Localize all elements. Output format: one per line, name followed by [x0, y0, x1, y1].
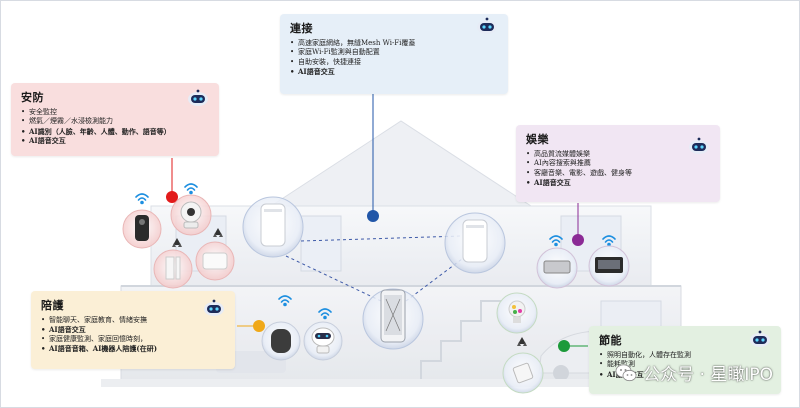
- security-camera-device: [122, 209, 162, 249]
- energy-panel: 節能 照明自動化，人體存在監測 能耗監測 AI語音交互: [589, 326, 781, 394]
- main-gateway-device: [362, 288, 424, 350]
- zigbee-icon: [172, 228, 527, 346]
- companion-marker: [253, 320, 265, 332]
- feature-list: 智能聊天、家庭教育、情緒安撫 AI語音交互 家庭健康監測、家庭回憶時刻， AI語…: [41, 316, 227, 354]
- ai-robot-icon: [689, 137, 709, 154]
- companion-panel: 陪護 智能聊天、家庭教育、情緒安撫 AI語音交互 家庭健康監測、家庭回憶時刻， …: [31, 291, 235, 369]
- feature-item-text: AI語音音箱、AI機器人陪護(在研): [49, 344, 158, 354]
- smart-bulb-device: [496, 292, 538, 334]
- ai-robot-icon: [204, 299, 224, 316]
- feature-item-continuation: AI語音音箱、AI機器人陪護(在研): [41, 344, 227, 354]
- feature-item: AI語音交互: [41, 325, 227, 335]
- set-top-box-device: [536, 247, 578, 289]
- connect-panel: 連接 高速家庭網絡，無縫Mesh Wi-Fi覆蓋 家庭Wi-Fi監測與自動配置 …: [280, 14, 508, 94]
- security-panel: 安防 安全監控 燃氣／煙霧／水浸檢測能力 AI識別（人臉、年齡、人體、動作、語音…: [11, 83, 219, 156]
- panel-title: 安防: [21, 91, 44, 104]
- feature-item: 照明自動化，人體存在監測: [599, 351, 773, 361]
- feature-item: 燃氣／煙霧／水浸檢測能力: [21, 117, 211, 127]
- feature-item: AI語音交互: [290, 67, 500, 77]
- panel-title: 連接: [290, 22, 313, 35]
- feature-item: AI語音交互: [21, 136, 211, 146]
- feature-list: 安全監控 燃氣／煙霧／水浸檢測能力 AI識別（人臉、年齡、人體、動作、語音等） …: [21, 108, 211, 146]
- mesh-router-left: [242, 196, 304, 258]
- leader-lines: [171, 93, 588, 347]
- watermark: 公众号 · 星瞰IPO: [615, 360, 773, 385]
- ai-robot-icon: [188, 89, 208, 106]
- smoke-sensor-device: [195, 241, 235, 281]
- feature-item: AI內容搜索與推薦: [526, 159, 712, 169]
- projector-device: [588, 245, 630, 287]
- panel-title: 節能: [599, 334, 622, 347]
- companion-robot-device: [303, 321, 343, 361]
- door-sensor-device: [153, 249, 193, 289]
- presence-sensor-device: [502, 352, 544, 394]
- feature-item: AI語音交互: [526, 178, 712, 188]
- feature-item: 智能聊天、家庭教育、情緒安撫: [41, 316, 227, 326]
- feature-list: 高速家庭網絡，無縫Mesh Wi-Fi覆蓋 家庭Wi-Fi監測與自動配置 自助安…: [290, 39, 500, 77]
- energy-marker: [558, 340, 570, 352]
- connect-marker: [367, 210, 379, 222]
- ai-robot-icon: [750, 330, 770, 347]
- smart-speaker-device: [261, 321, 301, 361]
- entertainment-panel: 娛樂 高品質流媒體娛樂 AI內容搜索與推薦 客廳音樂、電影、遊戲、健身等 AI語…: [516, 125, 720, 202]
- panel-title: 娛樂: [526, 133, 549, 146]
- feature-item: 自助安裝，快捷連接: [290, 58, 500, 68]
- pan-tilt-camera-device: [170, 194, 212, 236]
- feature-item: 家庭Wi-Fi監測與自動配置: [290, 48, 500, 58]
- feature-item: 高速家庭網絡，無縫Mesh Wi-Fi覆蓋: [290, 39, 500, 49]
- panel-title: 陪護: [41, 299, 64, 312]
- ai-robot-icon: [477, 17, 497, 34]
- feature-list: 高品質流媒體娛樂 AI內容搜索與推薦 客廳音樂、電影、遊戲、健身等 AI語音交互: [526, 150, 712, 188]
- entertainment-marker: [572, 234, 584, 246]
- mesh-router-right: [444, 212, 506, 274]
- wechat-icon: [615, 363, 637, 381]
- security-marker: [166, 191, 178, 203]
- feature-item: 客廳音樂、電影、遊戲、健身等: [526, 169, 712, 179]
- watermark-text: 公众号 · 星瞰IPO: [643, 365, 773, 385]
- feature-item: 高品質流媒體娛樂: [526, 150, 712, 160]
- feature-item: 安全監控: [21, 108, 211, 118]
- feature-item: AI識別（人臉、年齡、人體、動作、語音等）: [21, 127, 211, 137]
- feature-item: 家庭健康監測、家庭回憶時刻，: [41, 335, 227, 345]
